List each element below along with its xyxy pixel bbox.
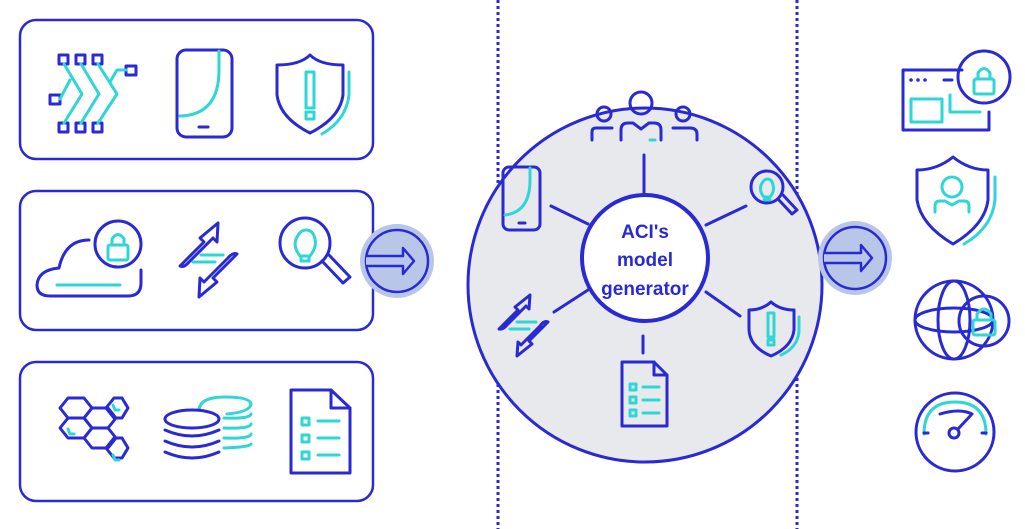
checklist-document-icon: [289, 388, 352, 475]
search-insight-icon: [278, 216, 352, 285]
flow-arrow-right[interactable]: [818, 221, 892, 295]
secure-window-icon: [901, 49, 1012, 132]
shield-alert-icon: [275, 53, 351, 136]
database-stack-icon: [163, 395, 253, 460]
outputs: [901, 49, 1012, 473]
hub-label-line3: generator: [601, 279, 689, 300]
input-group-3: [18, 360, 375, 503]
input-group-1: [18, 18, 375, 161]
search-insight-icon: [749, 169, 799, 216]
arrow-right-icon: [366, 246, 416, 276]
shield-alert-icon: [747, 300, 801, 358]
hub: ACI's model generator: [466, 90, 824, 464]
hub-center-circle[interactable]: [580, 193, 710, 323]
workflow-nodes-icon: [48, 53, 138, 134]
speedometer-icon: [914, 391, 996, 473]
hub-spokes: [549, 153, 748, 355]
hub-label-line2: model: [617, 250, 673, 271]
smartphone-icon: [175, 48, 234, 139]
hexagon-network-icon: [58, 396, 130, 462]
flow-arrow-left[interactable]: [360, 224, 434, 298]
cloud-lock-icon: [35, 219, 143, 298]
user-shield-icon: [915, 155, 997, 246]
checklist-document-icon: [620, 360, 669, 428]
hub-label-line1: ACI's: [621, 222, 669, 243]
globe-lock-icon: [913, 279, 1011, 361]
exchange-arrows-icon: [497, 293, 550, 358]
arrow-right-icon: [824, 243, 874, 273]
exchange-arrows-icon: [178, 221, 239, 299]
input-group-2: [18, 189, 375, 332]
smartphone-icon: [501, 165, 542, 232]
users-group-icon: [590, 90, 699, 142]
